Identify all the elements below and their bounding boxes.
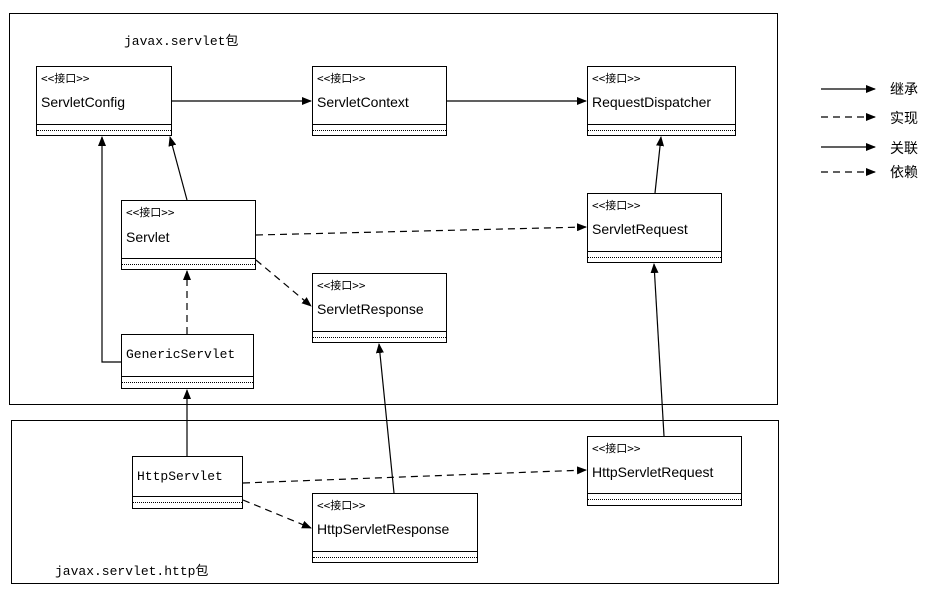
edge-request-to-dispatcher [654, 136, 665, 194]
edge-httpservlet-to-httprequest [242, 466, 587, 484]
legend-label-inherit: 继承 [890, 82, 918, 98]
class-servlet-request: <<接口>> ServletRequest [587, 193, 722, 263]
class-name: HttpServletRequest [592, 464, 714, 480]
stereotype-label: <<接口>> [592, 199, 641, 212]
stereotype-label: <<接口>> [317, 499, 366, 512]
class-servlet-response: <<接口>> ServletResponse [312, 273, 447, 343]
edge-servlet-to-request [255, 223, 587, 236]
stereotype-label: <<接口>> [592, 442, 641, 455]
stereotype-label: <<接口>> [317, 72, 366, 85]
class-name: HttpServletResponse [317, 521, 450, 537]
class-request-dispatcher: <<接口>> RequestDispatcher [587, 66, 736, 136]
class-servlet-config: <<接口>> ServletConfig [36, 66, 172, 136]
class-name: ServletResponse [317, 301, 424, 317]
edge-servlet-to-response [255, 259, 312, 307]
class-servlet: <<接口>> Servlet [121, 200, 256, 270]
edge-generic-to-config [98, 136, 121, 363]
edge-httpservlet-to-httpresponse [242, 499, 312, 529]
legend-label-association: 关联 [890, 141, 918, 157]
stereotype-label: <<接口>> [592, 72, 641, 85]
class-http-servlet-response: <<接口>> HttpServletResponse [312, 493, 478, 563]
package-label-servlet: javax.servlet包 [124, 34, 239, 49]
stereotype-label: <<接口>> [317, 279, 366, 292]
edge-httpresponse-to-response [375, 343, 395, 494]
class-name: GenericServlet [126, 347, 236, 362]
class-http-servlet-request: <<接口>> HttpServletRequest [587, 436, 742, 506]
legend-label-implement: 实现 [890, 111, 918, 127]
stereotype-label: <<接口>> [41, 72, 90, 85]
edge-servlet-to-config [168, 136, 188, 201]
class-servlet-context: <<接口>> ServletContext [312, 66, 447, 136]
class-name: ServletRequest [592, 221, 688, 237]
stereotype-label: <<接口>> [126, 206, 175, 219]
class-generic-servlet: GenericServlet [121, 334, 254, 389]
class-http-servlet: HttpServlet [132, 456, 243, 509]
legend-label-dependency: 依赖 [890, 165, 918, 181]
package-label-http: javax.servlet.http包 [55, 564, 209, 579]
class-name: ServletConfig [41, 94, 126, 110]
class-name: ServletContext [317, 94, 409, 110]
class-name: RequestDispatcher [592, 94, 712, 110]
class-name: Servlet [126, 229, 170, 245]
class-name: HttpServlet [137, 469, 223, 484]
edge-httprequest-to-request [650, 263, 665, 437]
